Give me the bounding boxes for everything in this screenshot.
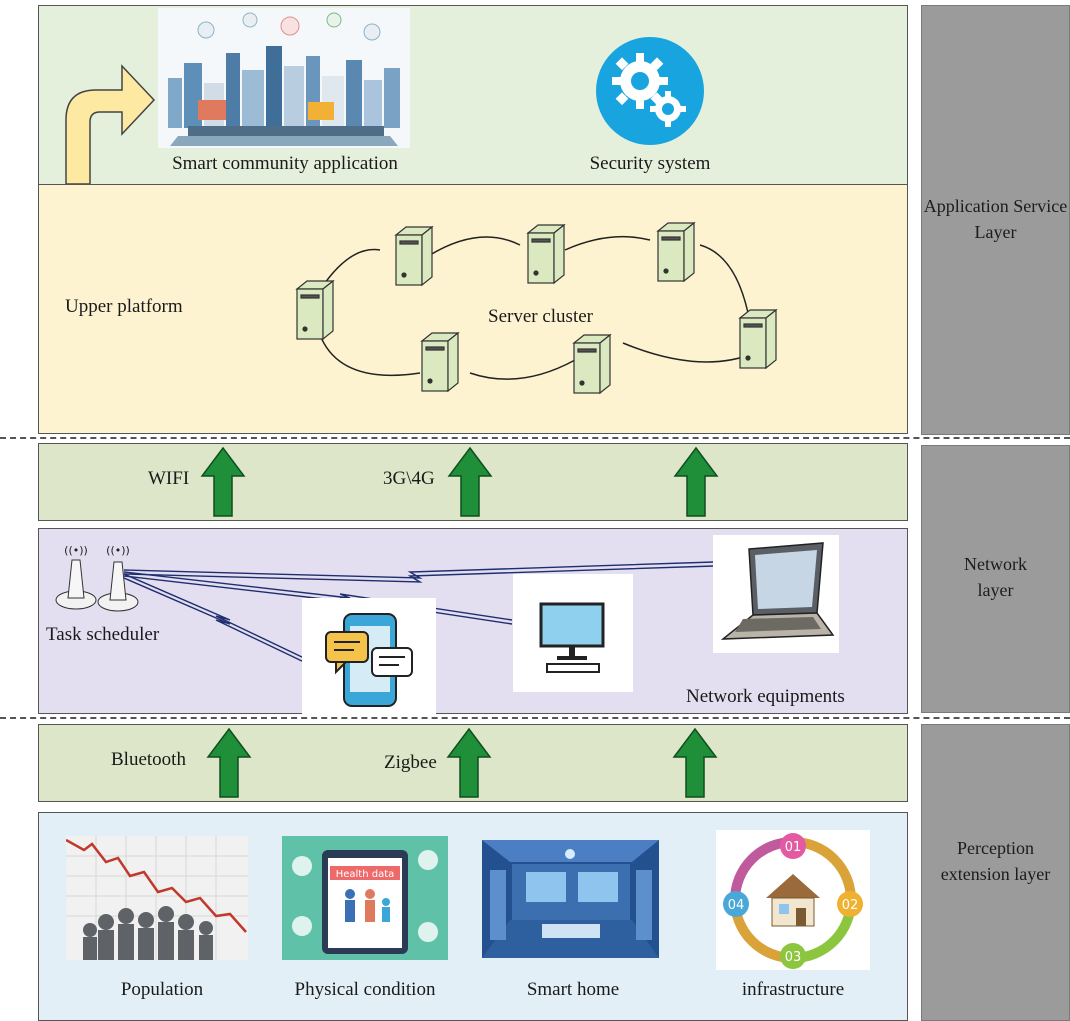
mobile-chat-image: [302, 598, 436, 714]
network-layer-label: Network layer: [964, 554, 1027, 600]
smart-community-label: Smart community application: [172, 153, 398, 174]
upward-bent-arrow-icon: [65, 64, 156, 185]
layer-separator-bottom: [0, 717, 1070, 719]
server-icon: [295, 221, 778, 395]
upper-platform-panel: [38, 184, 908, 434]
application-layer-label-box: Application Service Layer: [921, 5, 1070, 435]
application-layer-label: Application Service Layer: [923, 196, 1068, 242]
up-arrow-icon: [206, 727, 252, 798]
security-system-label: Security system: [589, 153, 711, 174]
up-arrow-icon: [673, 446, 719, 517]
network-layer-label-box: Network layer: [921, 445, 1070, 713]
perception-layer-label: Perception extension layer: [940, 838, 1051, 884]
zigbee-label: Zigbee: [384, 752, 437, 773]
network-equipments-label: Network equipments: [686, 686, 845, 707]
antenna-icon: ((•)) ((•)): [55, 544, 139, 612]
layer-separator-top: [0, 437, 1070, 439]
svg-text:((•)): ((•)): [64, 544, 88, 557]
task-scheduler-label: Task scheduler: [46, 624, 160, 645]
smart-community-image: [158, 8, 410, 148]
up-arrow-icon: [446, 727, 492, 798]
physical-condition-label: Physical condition: [294, 979, 436, 1000]
perception-layer-label-box: Perception extension layer: [921, 724, 1070, 1021]
population-image: [66, 836, 248, 960]
up-arrow-icon: [200, 446, 246, 517]
cycle-label-03: 03: [785, 950, 802, 965]
smart-home-label: Smart home: [526, 979, 620, 1000]
server-cluster-label: Server cluster: [488, 306, 593, 327]
infrastructure-label: infrastructure: [741, 979, 845, 1000]
server-cluster-diagram: [295, 221, 778, 395]
wifi-label: WIFI: [148, 468, 190, 489]
gears-icon: [596, 37, 704, 145]
bluetooth-label: Bluetooth: [111, 749, 186, 770]
cycle-label-04: 04: [728, 898, 745, 913]
cycle-label-01: 01: [785, 840, 802, 855]
upper-platform-label: Upper platform: [65, 296, 183, 317]
population-label: Population: [120, 979, 204, 1000]
smart-home-image: [482, 840, 659, 958]
up-arrow-icon: [447, 446, 493, 517]
physical-condition-image: Health data: [282, 836, 448, 960]
cellular-label: 3G\4G: [383, 468, 435, 489]
cycle-label-02: 02: [842, 898, 859, 913]
laptop-image: [713, 535, 839, 653]
up-arrow-icon: [672, 727, 718, 798]
infrastructure-image: 01 02 03 04: [716, 830, 870, 970]
desktop-computer-image: [513, 574, 633, 692]
svg-text:((•)): ((•)): [106, 544, 130, 557]
health-data-text: Health data: [336, 869, 395, 880]
